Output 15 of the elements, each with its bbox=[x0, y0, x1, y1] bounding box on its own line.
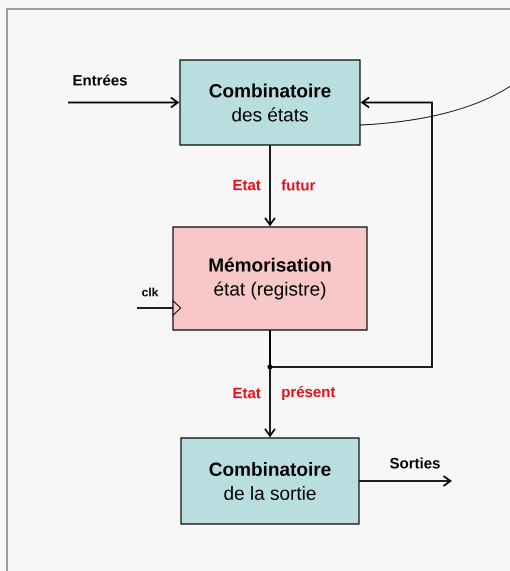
arrow bbox=[269, 96, 433, 368]
arrow bbox=[68, 96, 180, 108]
process-box: Combinatoire des états bbox=[179, 59, 361, 146]
process-box: Combinatoire de la sortie bbox=[180, 437, 360, 525]
state-label: présent bbox=[282, 386, 336, 400]
edge-label: Entrées bbox=[71, 73, 129, 87]
edge-label: Sorties bbox=[388, 456, 442, 470]
arrow bbox=[360, 475, 452, 487]
leader-line bbox=[360, 84, 510, 126]
edge-label: clk bbox=[140, 286, 160, 298]
arrow bbox=[264, 146, 276, 226]
state-label: Etat bbox=[233, 180, 261, 190]
state-label: futur bbox=[281, 180, 316, 190]
register-box: Mémorisation état (registre) bbox=[172, 226, 368, 331]
state-label: Etat bbox=[233, 388, 261, 398]
